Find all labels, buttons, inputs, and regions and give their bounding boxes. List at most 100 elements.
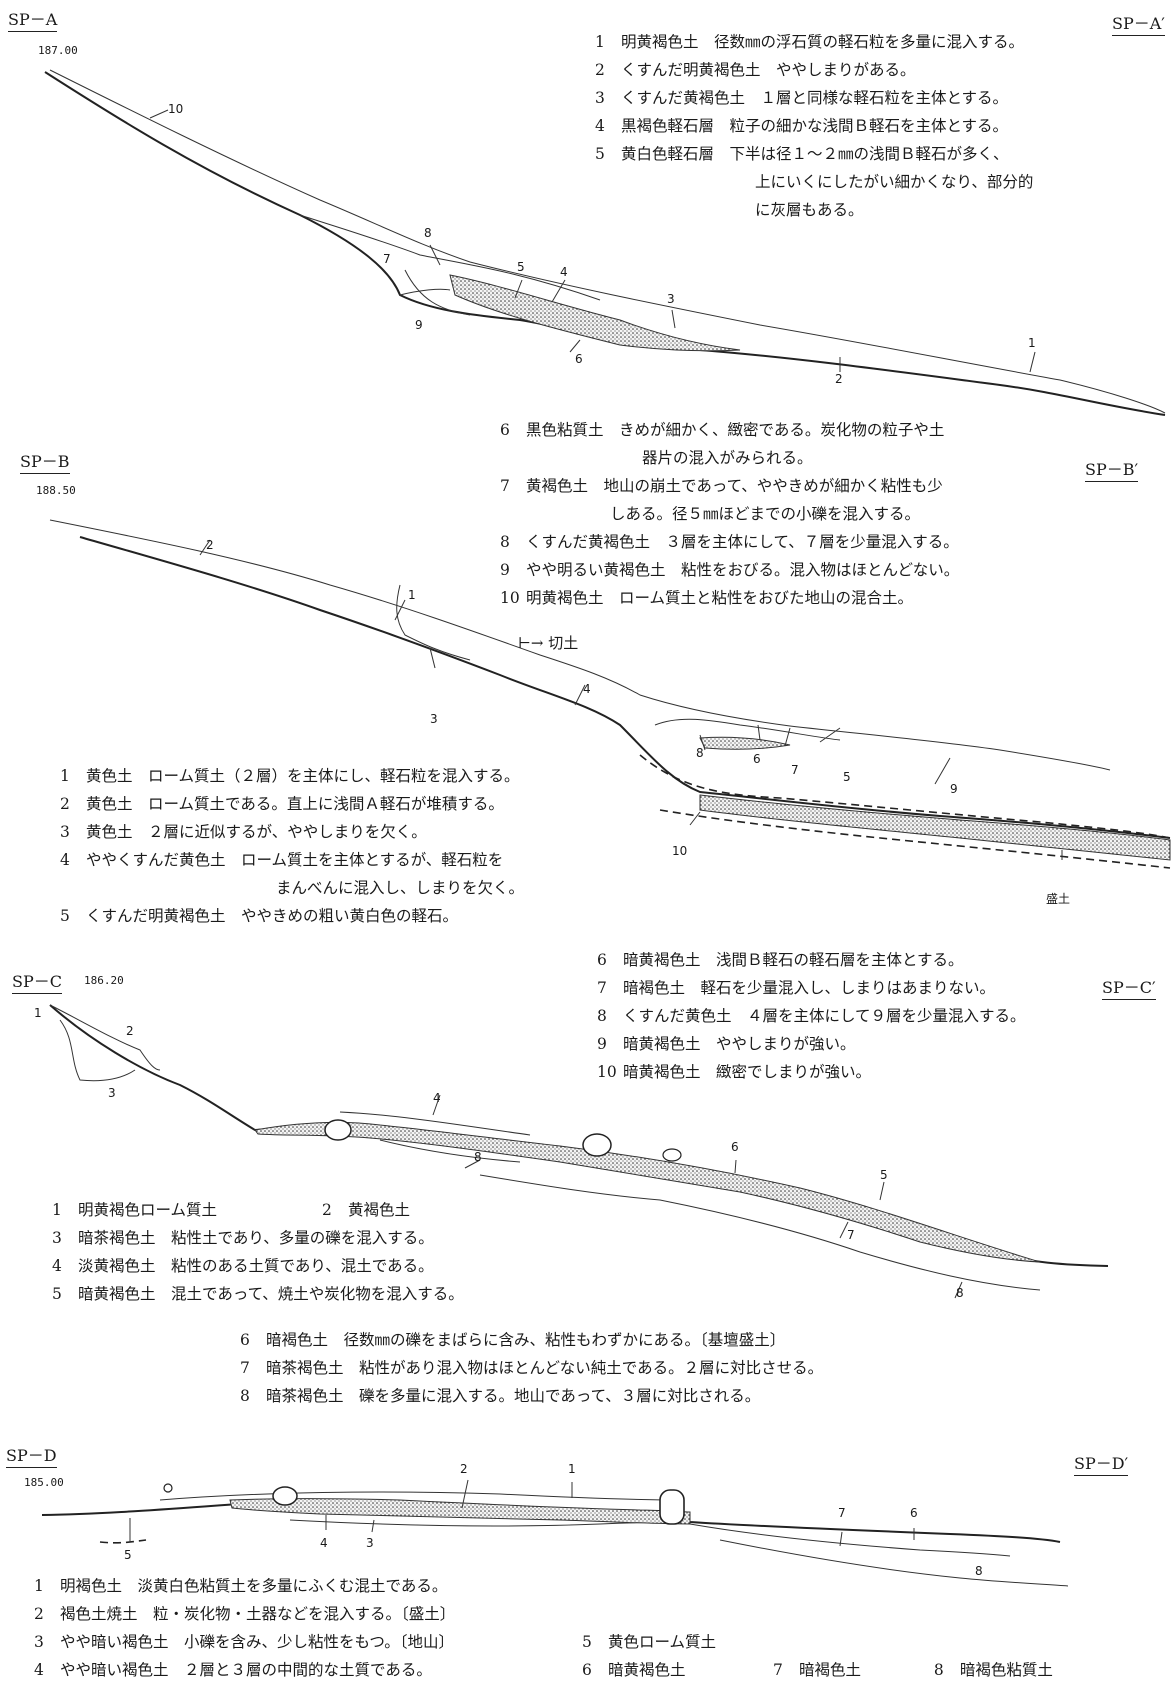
- section-d-marker-2: 2: [460, 1462, 468, 1476]
- section-a-marker-10: 10: [168, 102, 184, 116]
- section-a-marker-2: 2: [835, 372, 843, 386]
- section-c-label-right: SP－C′: [1102, 974, 1156, 1000]
- legend-item: 上にいくにしたがい細かくなり、部分的: [755, 173, 1034, 191]
- section-d-elevation: 185.00: [24, 1476, 64, 1489]
- section-a-marker-4: 4: [560, 265, 568, 279]
- section-c-marker-4: 4: [433, 1091, 441, 1105]
- section-d-marker-1: 1: [568, 1462, 576, 1476]
- section-b-profile: [49, 519, 1171, 869]
- section-c-marker-5: 5: [880, 1168, 888, 1182]
- section-b-elevation: 188.50: [36, 484, 76, 497]
- section-c-marker-6: 6: [731, 1140, 739, 1154]
- section-c-elevation: 186.20: [84, 974, 124, 987]
- section-a-elevation: 187.00: [38, 44, 78, 57]
- section-d-marker-5: 5: [124, 1548, 132, 1562]
- legend-item: しある。径５㎜ほどまでの小礫を混入する。: [610, 505, 921, 523]
- section-d-marker-3: 3: [366, 1536, 374, 1550]
- section-a-label-right: SP－A′: [1112, 10, 1165, 36]
- section-b-label-left: SP－B: [20, 448, 70, 474]
- section-c-profile: [49, 1004, 1109, 1299]
- section-d-marker-8: 8: [975, 1564, 983, 1578]
- legend-item: まんべんに混入し、しまりを欠く。: [276, 879, 525, 897]
- section-b-marker-7: 7: [791, 763, 799, 777]
- section-a-marker-8: 8: [424, 226, 432, 240]
- section-c-marker-8b: 8: [956, 1286, 964, 1300]
- section-b-marker-5: 5: [843, 770, 851, 784]
- section-c-marker-7: 7: [847, 1228, 855, 1242]
- section-b-marker-10: 10: [672, 844, 688, 858]
- section-a-marker-7: 7: [383, 252, 391, 266]
- section-d-marker-6: 6: [910, 1506, 918, 1520]
- section-d-profile: [41, 1479, 1069, 1587]
- section-a-label-left: SP－A: [8, 6, 58, 32]
- legend-item: 器片の混入がみられる。: [642, 449, 813, 467]
- section-c-marker-2: 2: [126, 1024, 134, 1038]
- section-b-marker-1: 1: [408, 588, 416, 602]
- section-b-marker-6: 6: [753, 752, 761, 766]
- section-c-label-left: SP－C: [12, 968, 62, 994]
- section-a-marker-6: 6: [575, 352, 583, 366]
- section-b-marker-8: 8: [696, 746, 704, 760]
- section-b-marker-3: 3: [430, 712, 438, 726]
- section-a-marker-9: 9: [415, 318, 423, 332]
- section-b-marker-9: 9: [950, 782, 958, 796]
- section-d-label-left: SP－D: [6, 1442, 57, 1468]
- section-c-marker-8a: 8: [474, 1150, 482, 1164]
- section-d-marker-4: 4: [320, 1536, 328, 1550]
- section-b-marker-4: 4: [583, 682, 591, 696]
- section-a-profile: [44, 69, 1166, 416]
- section-d-label-right: SP－D′: [1074, 1450, 1129, 1476]
- section-b-label-right: SP－B′: [1085, 456, 1139, 482]
- cut-arrow-icon: ⊢→: [518, 634, 544, 652]
- section-d-marker-7: 7: [838, 1506, 846, 1520]
- section-b-fill-label: 盛土: [1046, 892, 1071, 906]
- section-a-marker-3: 3: [667, 292, 675, 306]
- legend-item: に灰層もある。: [755, 201, 864, 219]
- section-c-marker-3: 3: [108, 1086, 116, 1100]
- section-a-marker-5: 5: [517, 260, 525, 274]
- section-a-marker-1: 1: [1028, 336, 1036, 350]
- section-c-marker-1: 1: [34, 1006, 42, 1020]
